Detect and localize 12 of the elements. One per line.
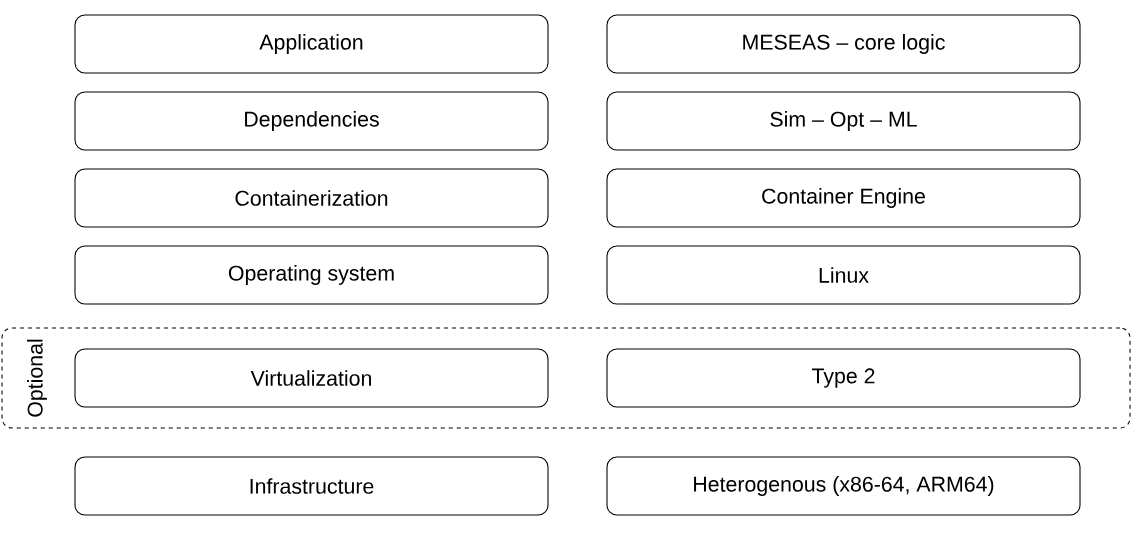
layer-box: Heterogenous (x86-64, ARM64) xyxy=(606,456,1081,516)
layer-box: MESEAS – core logic xyxy=(606,14,1081,74)
layer-box: Linux xyxy=(606,245,1081,305)
layer-box: Container Engine xyxy=(606,168,1081,228)
layer-box: Application xyxy=(74,14,549,74)
layer-box: Containerization xyxy=(74,168,549,228)
layer-box: Infrastructure xyxy=(74,456,549,516)
layer-box: Operating system xyxy=(74,245,549,305)
layer-box: Virtualization xyxy=(74,348,549,408)
layer-box: Dependencies xyxy=(74,91,549,151)
layer-box: Sim – Opt – ML xyxy=(606,91,1081,151)
layer-box: Type 2 xyxy=(606,348,1081,408)
